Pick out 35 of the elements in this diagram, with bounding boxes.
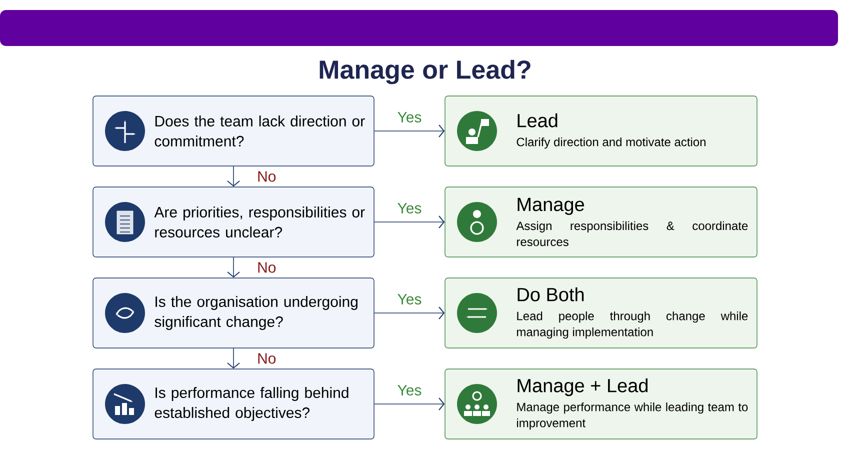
question-box: [92, 96, 374, 166]
arrow: [374, 398, 445, 410]
answer-box: [444, 96, 758, 166]
arrow: [227, 166, 240, 187]
answer-box: [444, 278, 758, 348]
answer-text: Manage performance while leading team to improvement: [517, 402, 748, 430]
answer-title: Do Both: [518, 287, 584, 302]
answer-title: Manage: [518, 198, 584, 215]
edge-label: No: [258, 262, 276, 273]
question-box: [92, 278, 374, 348]
answer-box: [444, 368, 758, 440]
arrow: [374, 124, 445, 138]
question-text: Does the team lack direction or commitment?: [154, 116, 365, 146]
answer-title: Manage + Lead: [518, 378, 648, 396]
arrow: [227, 348, 240, 369]
edge-label: Yes: [398, 203, 422, 214]
arrow: [374, 216, 445, 228]
question-text: Is the organisation undergoing significant change?: [154, 296, 358, 330]
answer-text: Assign responsibilities & coordinate resources: [516, 221, 748, 246]
edge-label: No: [258, 171, 276, 182]
arrow: [227, 256, 240, 278]
edge-label: Yes: [398, 385, 422, 396]
edge-label: No: [258, 353, 276, 364]
question-text: Is performance falling behind established objectives?: [154, 387, 348, 421]
edge-label: Yes: [398, 294, 422, 304]
question-box: [92, 368, 374, 440]
title: Manage or Lead?: [320, 60, 530, 84]
answer-text: Lead people through change while managing implementation: [517, 311, 748, 339]
arrow: [374, 306, 445, 320]
question-box: [92, 186, 374, 258]
answer-box: [444, 186, 758, 258]
question-text: Are priorities, responsibilities or resources unclear?: [154, 206, 365, 238]
answer-title: Lead: [518, 113, 558, 128]
edge-label: Yes: [398, 112, 422, 122]
answer-text: Clarify direction and motivate action: [516, 137, 706, 149]
